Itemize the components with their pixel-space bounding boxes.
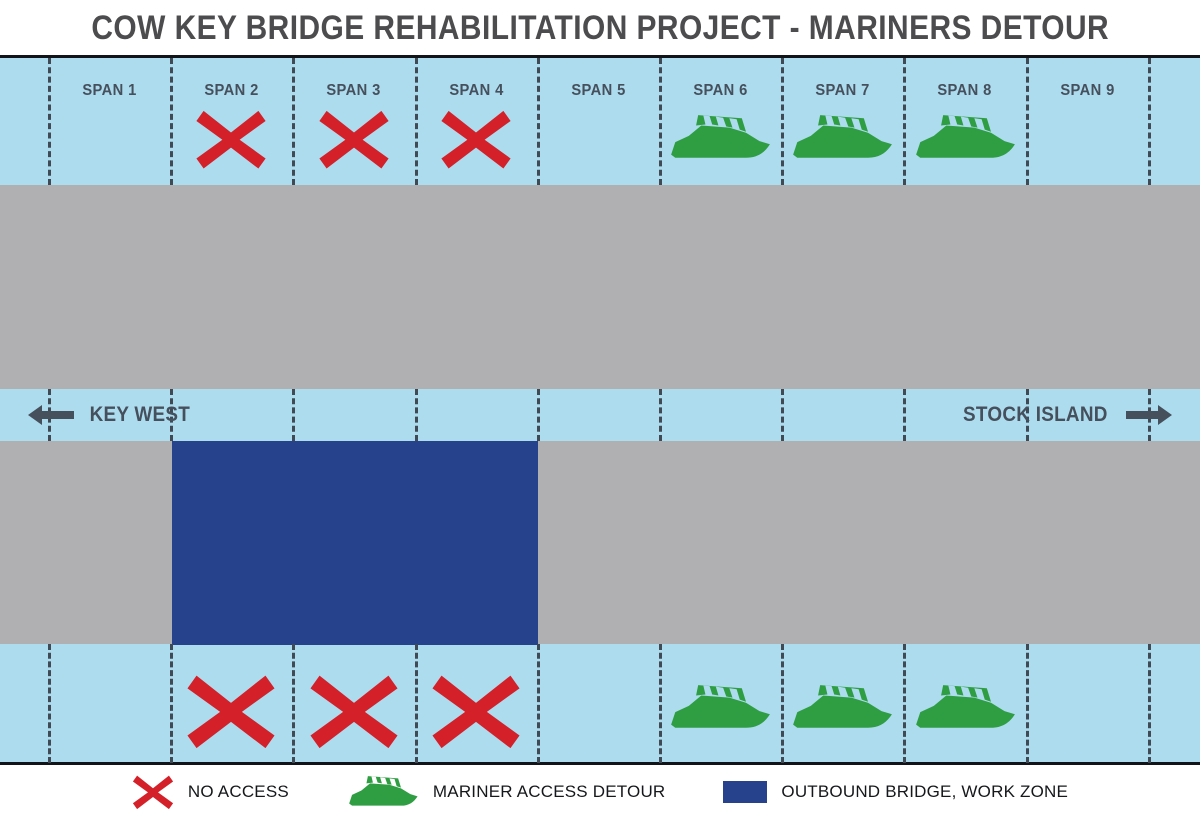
span-divider: [659, 389, 662, 441]
x-icon: [318, 110, 389, 169]
blue-swatch-icon: [723, 780, 768, 803]
direction-east-label: STOCK ISLAND: [963, 403, 1108, 426]
span-divider: [536, 58, 540, 185]
title-divider-rule: [0, 55, 1200, 58]
span-divider: [170, 644, 174, 763]
water-channel-middle: [0, 389, 1200, 441]
water-channel-bottom: [0, 644, 1200, 763]
legend-bar: NO ACCESS MARINER ACCESS DETOUR OUTBOUND…: [0, 765, 1200, 818]
span-divider: [414, 58, 418, 185]
span-divider: [781, 58, 785, 185]
boat-icon: [793, 685, 893, 728]
span-divider: [536, 389, 540, 441]
span-divider: [1147, 58, 1151, 185]
span-divider: [1147, 644, 1151, 763]
legend-label-no-access: NO ACCESS: [187, 781, 289, 801]
boat-icon: [793, 115, 893, 158]
x-icon: [309, 675, 398, 749]
span-divider: [292, 58, 296, 185]
span-divider: [781, 389, 785, 441]
span-divider: [170, 389, 174, 441]
span-label-1: SPAN 1: [82, 82, 137, 99]
span-divider: [292, 644, 296, 763]
span-divider: [1025, 58, 1029, 185]
bottom-divider-rule: [0, 762, 1200, 765]
boat-icon: [671, 685, 771, 728]
span-label-9: SPAN 9: [1059, 82, 1115, 99]
arrow-right-icon: [1126, 405, 1172, 425]
span-divider: [903, 644, 907, 763]
span-divider: [48, 58, 51, 185]
span-divider: [414, 644, 418, 763]
span-divider: [48, 644, 51, 763]
x-icon: [441, 110, 511, 169]
span-label-8: SPAN 8: [937, 82, 993, 99]
legend-label-mariner-detour: MARINER ACCESS DETOUR: [432, 781, 666, 801]
arrow-left-icon: [28, 405, 74, 425]
legend-label-work-zone: OUTBOUND BRIDGE, WORK ZONE: [781, 781, 1069, 801]
direction-stock-island: STOCK ISLAND: [955, 389, 1172, 441]
span-label-3: SPAN 3: [326, 82, 382, 99]
span-divider: [170, 58, 174, 185]
span-label-7: SPAN 7: [815, 82, 870, 99]
span-divider: [659, 58, 662, 185]
span-divider: [536, 644, 540, 763]
title-bar: COW KEY BRIDGE REHABILITATION PROJECT - …: [0, 0, 1200, 57]
span-label-6: SPAN 6: [693, 82, 748, 99]
legend-item-no-access: NO ACCESS: [132, 774, 289, 810]
bridge-deck-upper: [0, 185, 1200, 389]
span-divider: [1025, 644, 1029, 763]
legend-item-mariner-detour: MARINER ACCESS DETOUR: [347, 774, 665, 810]
span-divider: [781, 644, 785, 763]
direction-west-label: KEY WEST: [89, 403, 191, 426]
direction-key-west: KEY WEST: [28, 389, 196, 441]
span-divider: [292, 389, 296, 441]
boat-icon: [671, 115, 771, 158]
outbound-bridge-work-zone: [172, 441, 538, 645]
x-icon: [432, 675, 520, 749]
span-label-2: SPAN 2: [204, 82, 259, 99]
span-divider: [903, 389, 907, 441]
span-divider: [659, 644, 662, 763]
span-divider: [414, 389, 418, 441]
span-divider: [903, 58, 907, 185]
legend-item-work-zone: OUTBOUND BRIDGE, WORK ZONE: [723, 780, 1069, 803]
x-icon: [187, 675, 275, 749]
span-label-4: SPAN 4: [448, 82, 504, 99]
x-icon: [132, 775, 174, 809]
boat-icon: [915, 685, 1015, 728]
x-icon: [196, 110, 266, 169]
boat-icon: [349, 775, 418, 806]
span-label-5: SPAN 5: [571, 82, 626, 99]
page-title: COW KEY BRIDGE REHABILITATION PROJECT - …: [91, 9, 1109, 47]
boat-icon: [915, 115, 1015, 158]
span-divider: [1025, 389, 1029, 441]
water-channel-top: [0, 58, 1200, 185]
